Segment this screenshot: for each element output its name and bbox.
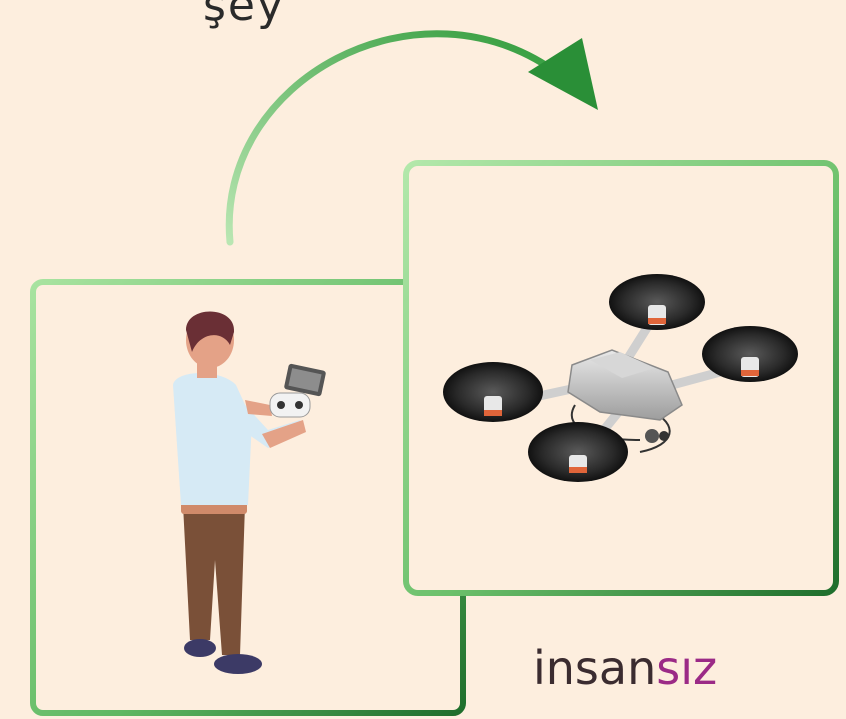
curved-arrow-icon bbox=[225, 30, 598, 246]
caption-plain: insan bbox=[533, 641, 657, 695]
caption-insansiz: insansız bbox=[533, 645, 717, 691]
person-with-controller-icon bbox=[173, 311, 326, 674]
quadcopter-drone-icon bbox=[443, 274, 798, 482]
partial-top-word: şey bbox=[203, 0, 286, 31]
caption-accent: sız bbox=[656, 641, 718, 695]
